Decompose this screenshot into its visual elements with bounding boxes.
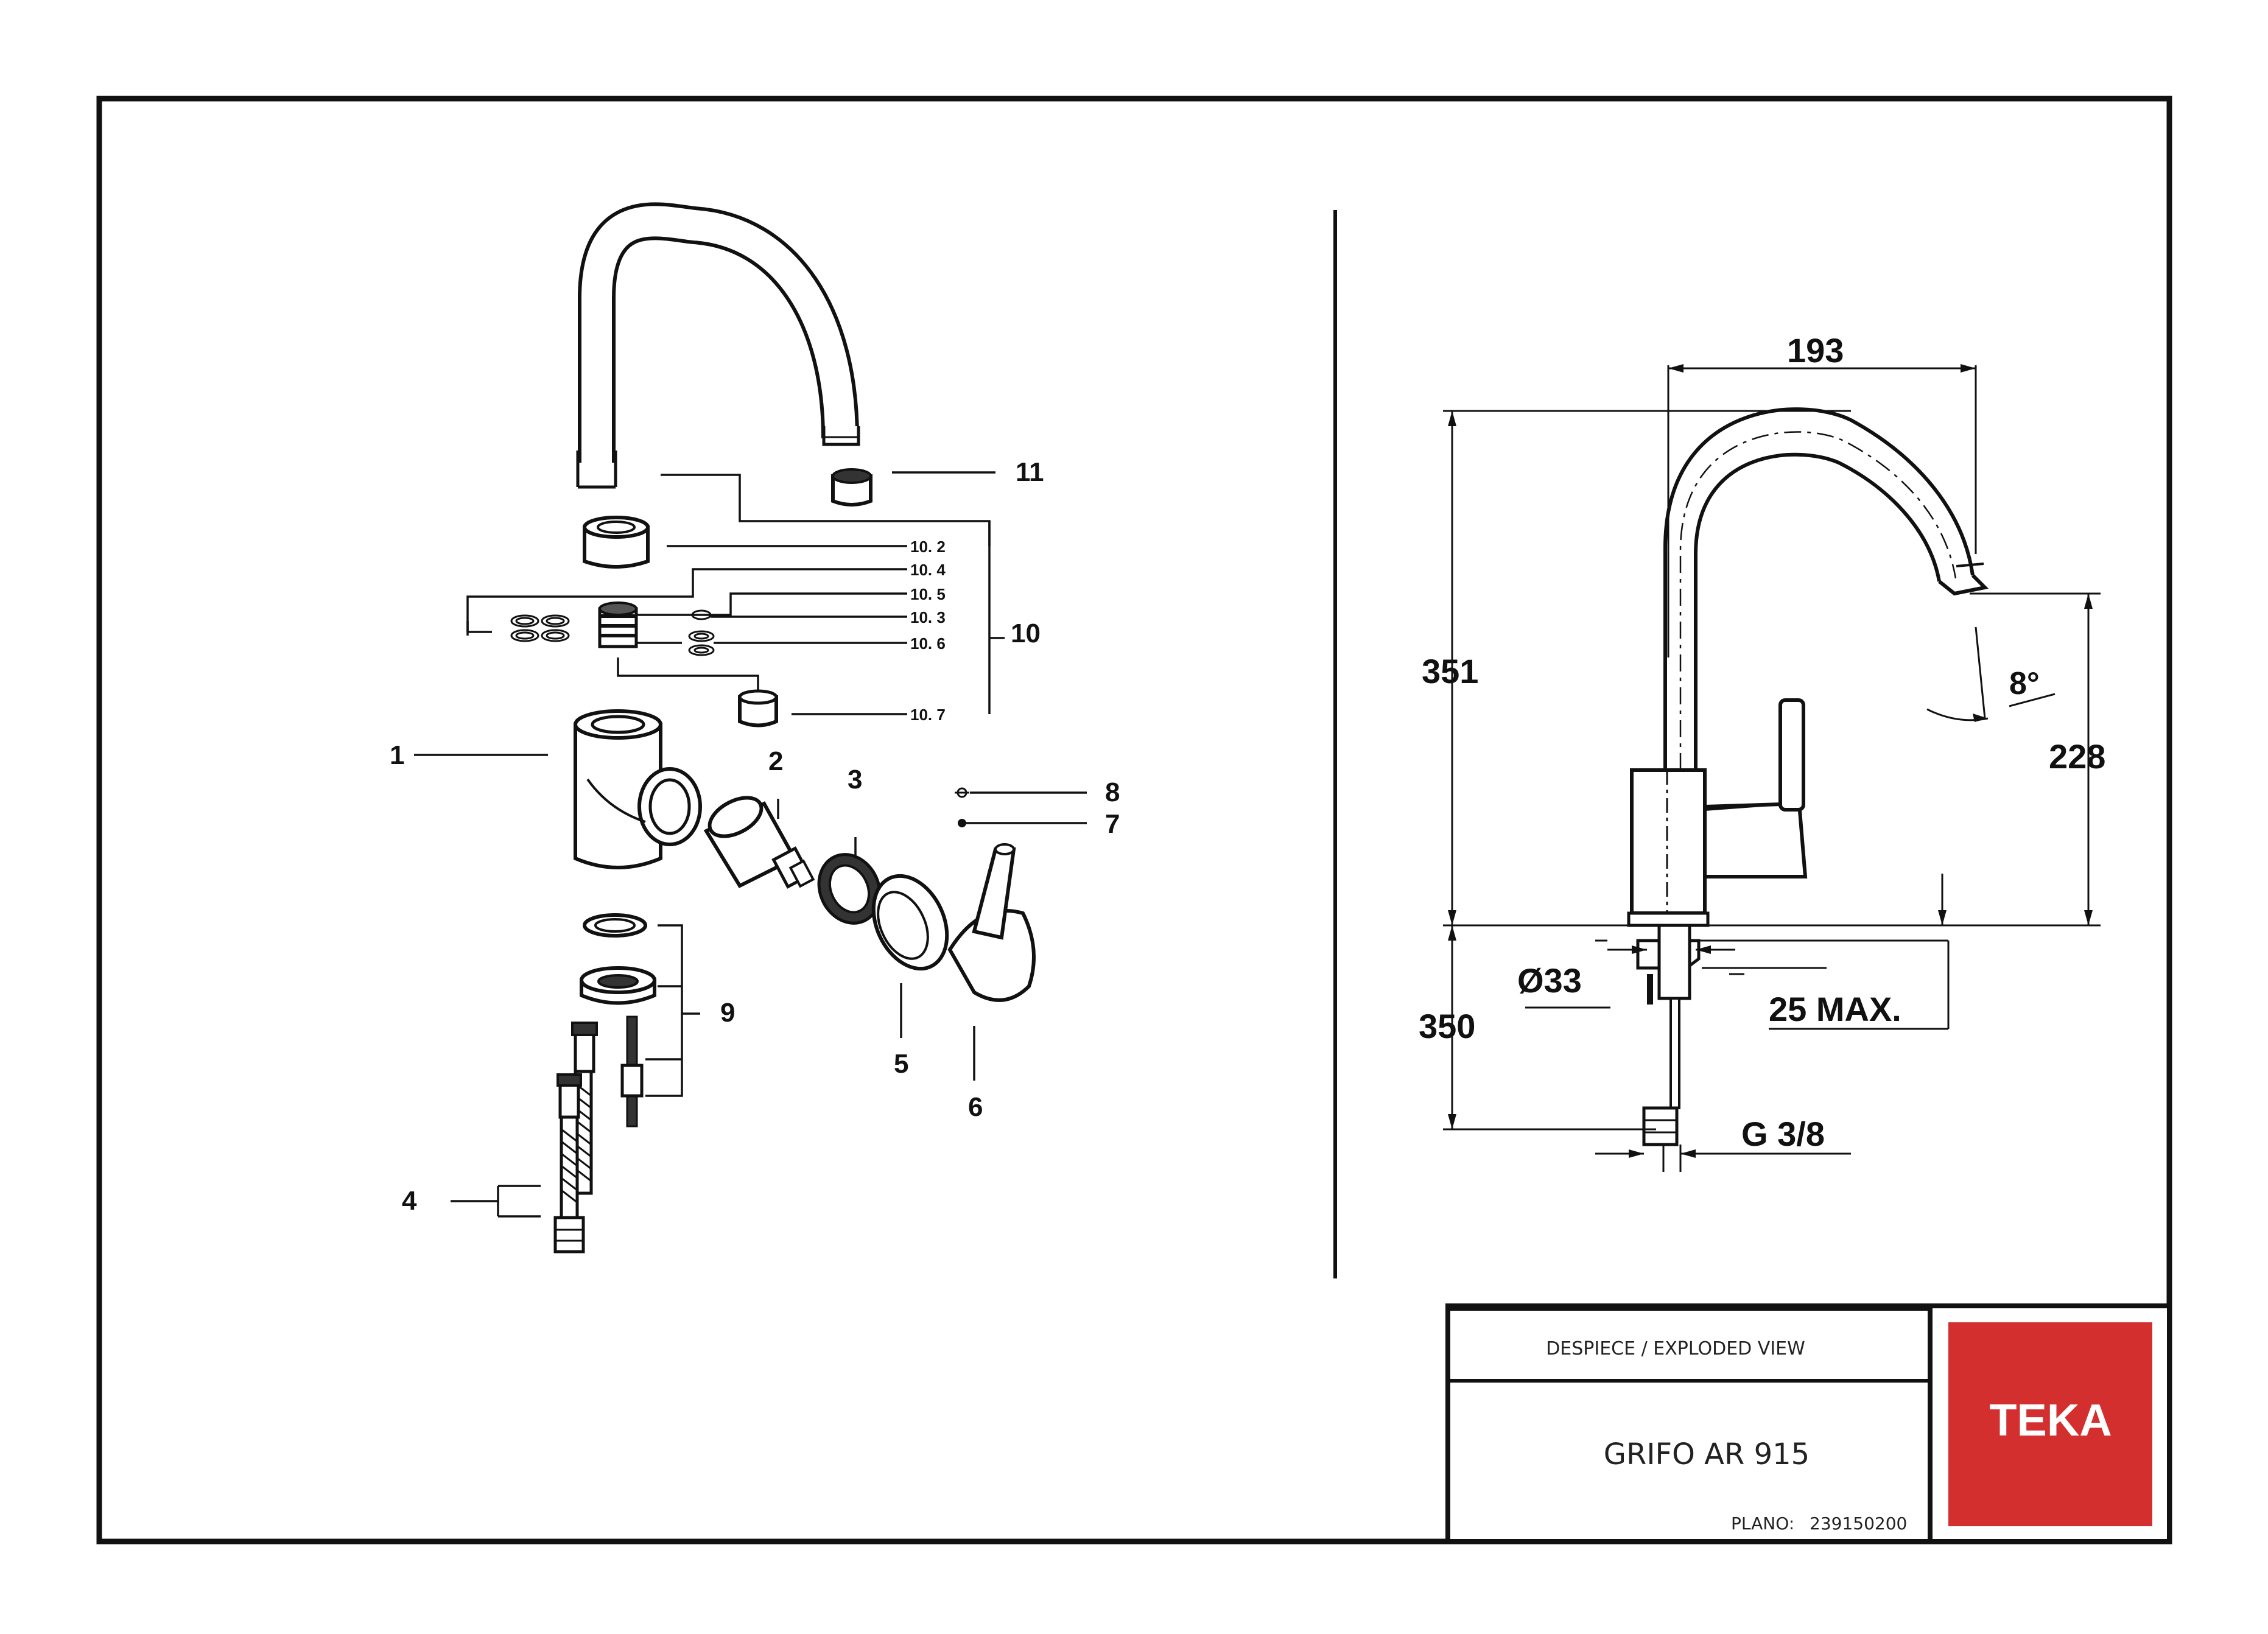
sheet-frame [96,96,2172,1545]
cartridge-cover-part [871,874,949,971]
dim-total-height: 351 [1422,652,1478,690]
dim-angle: 8° [2009,666,2040,701]
part-label-6: 6 [968,1092,983,1122]
part-label-7: 7 [1105,809,1120,839]
dim-max-thickness: 25 MAX. [1769,990,1901,1028]
part-label-9: 9 [720,998,735,1028]
part-label-3: 3 [848,765,862,794]
spout-nut-part [583,516,650,569]
dimension-lines [1443,365,2101,1155]
view-label: DESPIECE / EXPLODED VIEW [1546,1338,1805,1359]
dimension-view: 193 351 8° 228 Ø33 350 25 MAX. G 3/8 [1419,331,2105,1172]
aerator-part [831,468,872,507]
o-rings-left [510,614,570,642]
handle-lever-part [947,843,1036,1002]
plan-label: PLANO: [1731,1513,1794,1534]
sub-part-label-10-5: 10. 5 [910,585,946,603]
dim-spout-reach: 193 [1787,331,1844,370]
part-label-1: 1 [390,740,404,770]
sub-part-label-10-3: 10. 3 [910,608,946,626]
title-block: DESPIECE / EXPLODED VIEW GRIFO AR 915 PL… [1445,1303,2172,1544]
sub-part-label-10-7: 10. 7 [910,706,946,724]
faucet-body-part [574,709,702,869]
part-label-10: 10 [1011,619,1041,648]
faucet-side-view [1627,407,1989,1172]
product-name: GRIFO AR 915 [1604,1437,1810,1471]
dim-hose-length: 350 [1419,1007,1475,1045]
o-rings-right [688,609,715,656]
part-label-11: 11 [1016,457,1044,487]
cartridge-part [703,796,815,889]
bush-part [738,689,778,728]
ring-nut-part [817,853,882,925]
exploded-view: 1 2 3 4 5 6 7 8 9 10 11 10. 2 10. 4 10. … [390,202,1120,1254]
part-label-4: 4 [402,1186,417,1216]
part-label-2: 2 [768,746,783,776]
dimension-arrows [1448,364,2093,1158]
part-label-8: 8 [1105,777,1120,807]
dim-outlet-height: 228 [2049,737,2105,776]
fixing-kit-part [580,913,656,1127]
dim-thread: G 3/8 [1741,1115,1825,1153]
swivel-insert-part [598,601,638,648]
leader-lines [414,471,1087,1218]
plan-number: 239150200 [1810,1513,1907,1534]
brand-logo: TEKA [1989,1395,2112,1445]
sub-part-label-10-6: 10. 6 [910,634,946,653]
dim-base-diameter: Ø33 [1517,961,1582,1000]
sub-part-label-10-4: 10. 4 [910,561,946,579]
flexible-hoses-part [553,1022,598,1254]
spout-part [576,202,860,489]
screw-cap-part [955,787,969,798]
brand-logo-box [1948,1322,2152,1526]
sub-part-label-10-2: 10. 2 [910,538,946,556]
part-label-5: 5 [894,1049,908,1079]
